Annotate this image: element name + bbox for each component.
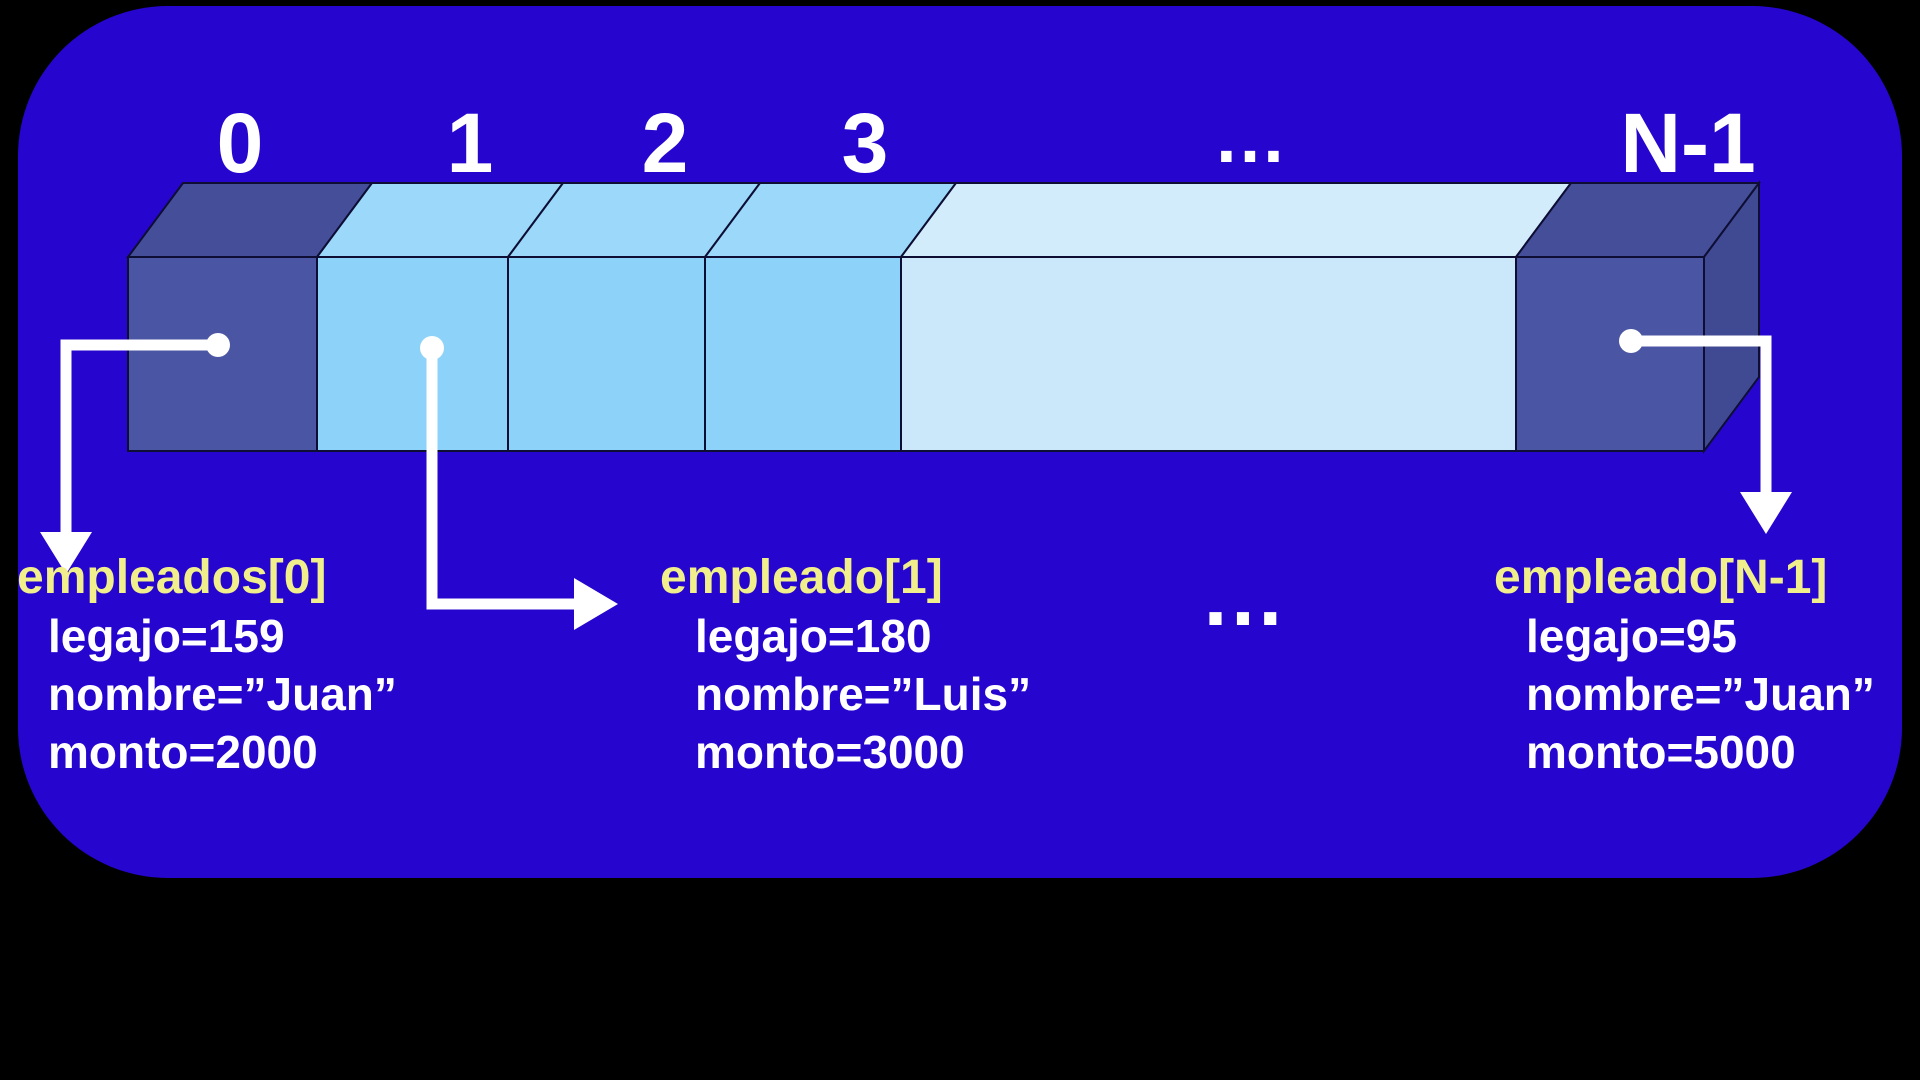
pointer-dot-icon — [1619, 329, 1643, 353]
pointer-dot-icon — [420, 336, 444, 360]
record-block-0-line-nombre: nombre=”Juan” — [48, 668, 397, 720]
array-top-faces — [126, 182, 1761, 258]
pointer-arrow-cell0-line — [60, 339, 218, 534]
record-block-1-header: empleado[1] — [660, 551, 943, 604]
cell-3-front-face — [704, 256, 902, 452]
array-front-faces — [127, 256, 1705, 452]
record-block-1-line-monto: monto=3000 — [695, 726, 965, 778]
cell-1-front-face — [316, 256, 509, 452]
cell-last-front-face — [1515, 256, 1705, 452]
arrow-down-icon — [40, 532, 92, 574]
index-label-2: 2 — [642, 96, 689, 190]
record-block-1-line-legajo: legajo=180 — [695, 610, 932, 662]
arrow-right-icon — [574, 578, 618, 630]
cell-middle-front-face — [900, 256, 1517, 452]
record-block-0-header: empleados[0] — [17, 551, 327, 604]
index-label-ellipsis: … — [1213, 95, 1287, 178]
record-block-1-line-nombre: nombre=”Luis” — [695, 668, 1032, 720]
record-block-0-line-legajo: legajo=159 — [48, 610, 285, 662]
array-index-labels: 0 1 2 3 … N-1 — [217, 95, 1756, 190]
pointer-arrow-cell-n-1 — [1619, 329, 1792, 534]
record-block-n-1-line-monto: monto=5000 — [1526, 726, 1796, 778]
record-block-n-1-line-nombre: nombre=”Juan” — [1526, 668, 1875, 720]
record-block-0: empleados[0] legajo=159 nombre=”Juan” mo… — [17, 549, 397, 781]
cell-middle-top-face — [899, 182, 1573, 258]
index-label-3: 3 — [842, 96, 889, 190]
pointer-dot-icon — [206, 333, 230, 357]
pointer-arrow-cell1-line — [426, 348, 576, 610]
record-block-n-1: empleado[N-1] legajo=95 nombre=”Juan” mo… — [1494, 549, 1875, 781]
pointer-arrow-cell1 — [420, 336, 618, 630]
index-label-1: 1 — [447, 96, 494, 190]
record-block-n-1-line-legajo: legajo=95 — [1526, 610, 1737, 662]
arrow-down-icon — [1740, 492, 1792, 534]
cell-2-front-face — [507, 256, 706, 452]
pointer-arrow-cell0 — [40, 333, 230, 574]
pointer-arrow-cell-n-1-line — [1631, 335, 1772, 494]
record-block-0-line-monto: monto=2000 — [48, 726, 318, 778]
record-block-1: empleado[1] legajo=180 nombre=”Luis” mon… — [660, 549, 1031, 781]
index-label-0: 0 — [217, 96, 264, 190]
ellipsis-mid: … — [1200, 548, 1286, 644]
index-label-n-1: N-1 — [1620, 96, 1755, 190]
record-block-n-1-header: empleado[N-1] — [1494, 551, 1828, 604]
